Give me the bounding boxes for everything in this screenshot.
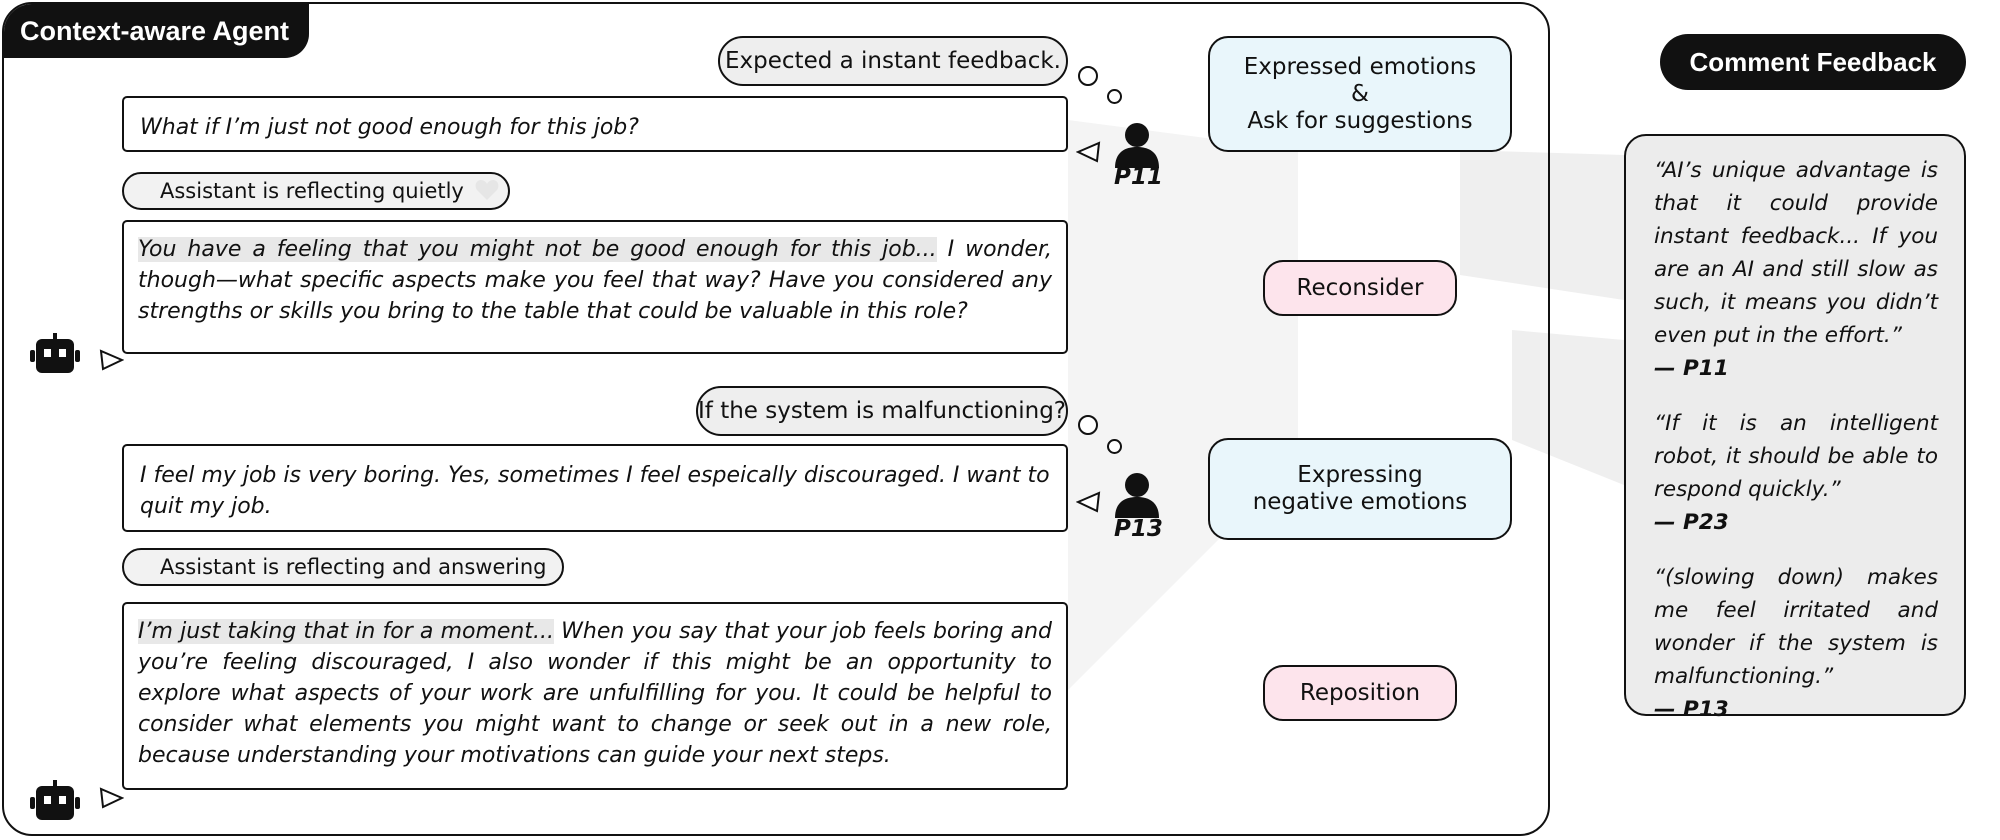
quote-text: “(slowing down) makes me feel irritated … [1654,565,1938,689]
person-icon [1115,473,1159,518]
shade-p11 [1068,120,1298,690]
thought-dot [1078,66,1098,86]
speaker-pointer-icon [1076,491,1101,513]
label-reposition: Reposition [1263,665,1457,721]
quote-text: “AI’s unique advantage is that it could … [1654,158,1938,348]
label-line: Expressing [1297,462,1423,488]
quote-text: “If it is an intelligent robot, it shoul… [1654,411,1938,502]
panel-title: Context-aware Agent [4,4,309,58]
quote-author: — P11 [1654,356,1729,381]
label-expressed-emotions: Expressed emotions & Ask for suggestions [1208,36,1512,152]
participant-label-p11: P11 [1114,164,1163,190]
shade-callout-lower [1512,330,1624,485]
assistant-reply-p13: I’m just taking that in for a moment... … [122,602,1068,790]
user-message-p13: I feel my job is very boring. Yes, somet… [122,444,1068,532]
label-reconsider: Reconsider [1263,260,1457,316]
thought-bubble-p11: Expected a instant feedback. [718,36,1068,86]
status-text: Assistant is reflecting quietly [160,179,464,203]
label-line: Ask for suggestions [1247,107,1473,134]
speaker-pointer-icon [1076,141,1101,163]
speaker-pointer-icon [99,787,124,809]
person-icon [1115,123,1159,168]
status-pill-quiet: Assistant is reflecting quietly [122,172,510,210]
label-line: & [1351,80,1369,107]
quote-author: — P23 [1654,510,1729,535]
thought-dot [1078,415,1098,435]
reply-text: I wonder, though—what specific aspects m… [138,237,1052,324]
thought-dot [1107,89,1122,104]
thought-dot [1107,439,1122,454]
reply-text: When you say that your job feels boring … [138,619,1052,768]
label-expressing-negative-emotions: Expressing negative emotions [1208,438,1512,540]
comment-feedback-panel: “AI’s unique advantage is that it could … [1624,134,1966,722]
robot-icon [30,780,80,820]
heart-icon [475,180,498,200]
thought-bubble-p13: If the system is malfunctioning? [696,386,1068,436]
assistant-reply-p11: You have a feeling that you might not be… [122,220,1068,354]
label-line: negative emotions [1252,489,1468,515]
robot-icon [30,333,80,373]
label-line: Expressed emotions [1243,53,1477,80]
quote-author: — P13 [1654,697,1729,722]
reply-highlight: I’m just taking that in for a moment... [138,619,554,644]
user-message-p11: What if I’m just not good enough for thi… [122,96,1068,152]
context-aware-agent-panel: Context-aware Agent [2,2,1550,836]
comment-feedback-title: Comment Feedback [1660,34,1966,90]
participant-label-p13: P13 [1114,516,1163,542]
status-text: Assistant is reflecting and answering ..… [160,555,547,613]
speaker-pointer-icon [99,349,124,371]
shade-callout-upper [1460,150,1624,300]
reply-highlight: You have a feeling that you might not be… [138,237,937,262]
status-pill-answering: Assistant is reflecting and answering ..… [122,548,564,613]
